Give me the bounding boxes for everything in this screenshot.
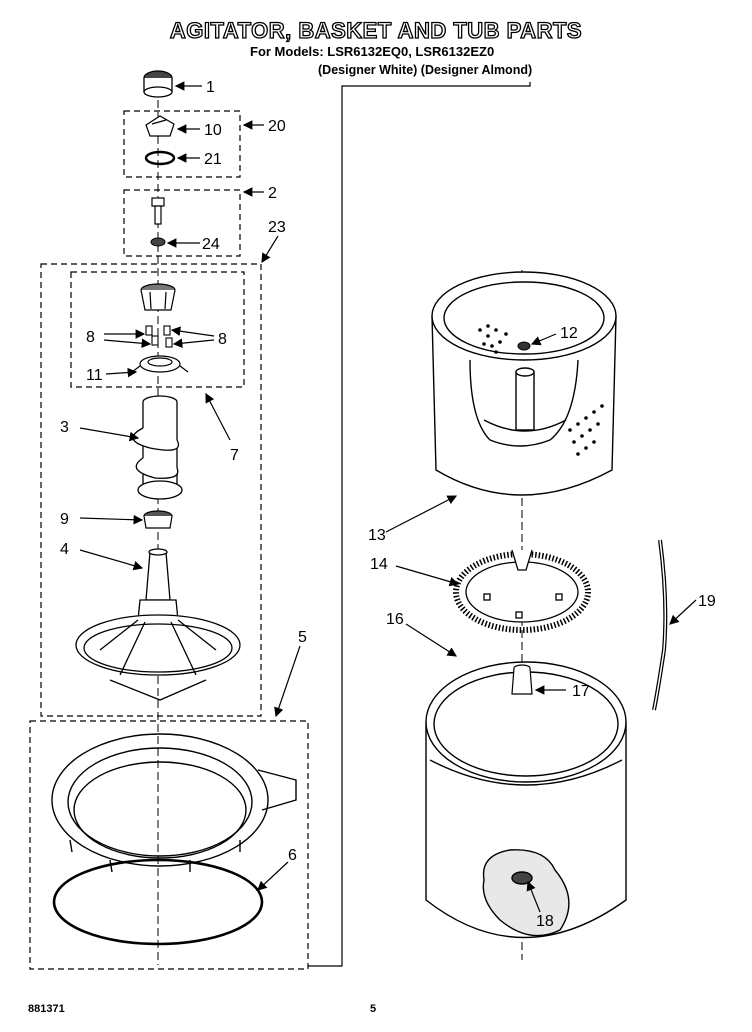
callout-1: 1 — [206, 79, 215, 96]
page-title: AGITATOR, BASKET AND TUB PARTS — [169, 17, 583, 43]
page-number: 5 — [370, 1003, 377, 1015]
group-box-20 — [123, 110, 241, 178]
callout-4: 4 — [60, 541, 69, 558]
group-box-23 — [40, 263, 262, 717]
part-10 — [145, 115, 175, 137]
part-agitator-auger — [132, 395, 183, 500]
group-box-5 — [29, 720, 309, 970]
part-24-washer — [150, 237, 166, 247]
callout-12: 12 — [560, 325, 578, 342]
part-17 — [511, 664, 533, 695]
part-12 — [517, 341, 531, 351]
callout-3: 3 — [60, 419, 69, 436]
part-9 — [143, 510, 173, 529]
part-14 — [453, 549, 591, 633]
callout-10: 10 — [204, 122, 222, 139]
callout-14: 14 — [370, 556, 388, 573]
callout-20: 20 — [268, 118, 286, 135]
callout-11: 11 — [86, 367, 103, 384]
group-box-7 — [70, 271, 245, 388]
part-agitator-base — [75, 548, 241, 701]
model-numbers: For Models: LSR6132EQ0, LSR6132EZ0 — [250, 44, 495, 59]
part-8-dogs — [145, 325, 173, 348]
callout-13: 13 — [368, 527, 386, 544]
part-agitator-cap — [143, 70, 173, 98]
callout-7: 7 — [230, 447, 239, 464]
callout-labels: 1 20 10 21 2 24 23 8 8 11 7 3 9 4 5 6 12… — [60, 79, 716, 930]
part-tub — [425, 661, 627, 939]
callout-8-left: 8 — [86, 329, 95, 346]
group-box-2 — [123, 189, 241, 257]
callout-18: 18 — [536, 913, 554, 930]
callout-2: 2 — [268, 185, 277, 202]
callout-24: 24 — [202, 236, 220, 253]
callout-19: 19 — [698, 593, 716, 610]
callout-23: 23 — [268, 219, 286, 236]
callout-17: 17 — [572, 683, 590, 700]
callout-5: 5 — [298, 629, 307, 646]
document-number: 881371 — [28, 1003, 65, 1015]
part-11 — [131, 355, 189, 373]
part-gasket — [52, 858, 264, 946]
callout-6: 6 — [288, 847, 297, 864]
callout-16: 16 — [386, 611, 404, 628]
part-tub-ring — [51, 733, 297, 873]
callout-8-right: 8 — [218, 331, 227, 348]
model-variants: (Designer White) (Designer Almond) — [318, 63, 533, 77]
part-basket — [431, 271, 617, 496]
part-cam — [140, 283, 176, 311]
callout-9: 9 — [60, 511, 69, 528]
basket-holes — [478, 324, 604, 456]
part-21-ring — [144, 150, 176, 166]
callout-21: 21 — [204, 151, 222, 168]
part-bolt — [151, 197, 165, 225]
